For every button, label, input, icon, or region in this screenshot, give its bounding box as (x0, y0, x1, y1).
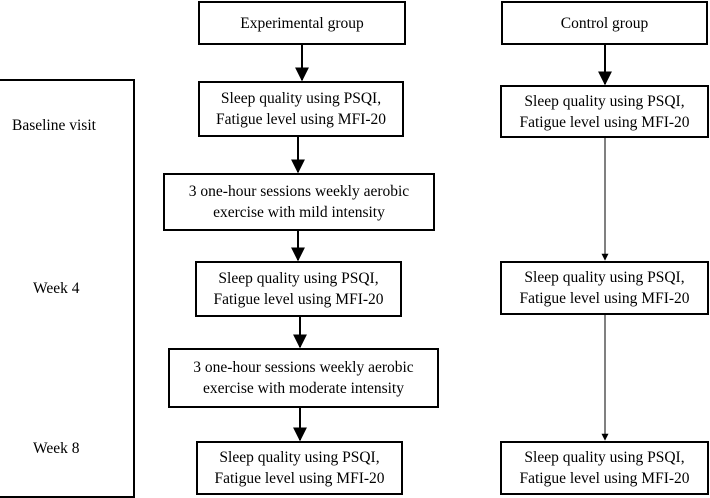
ctrl-week4-line2: Fatigue level using MFI-20 (519, 290, 690, 307)
ctrl-baseline-line1: Sleep quality using PSQI, (524, 92, 685, 110)
exp-intervention1-line2: exercise with mild intensity (213, 204, 385, 221)
ctrl-baseline-box: Sleep quality using PSQI, Fatigue level … (500, 85, 709, 138)
exp-week4-line2: Fatigue level using MFI-20 (213, 291, 384, 308)
experimental-group-header: Experimental group (198, 1, 406, 45)
ctrl-week8-box: Sleep quality using PSQI, Fatigue level … (500, 441, 709, 495)
timeline-label-week4: Week 4 (33, 280, 80, 297)
timeline-label-week8: Week 8 (33, 440, 80, 457)
ctrl-week4-box: Sleep quality using PSQI, Fatigue level … (500, 261, 709, 315)
exp-intervention2-box: 3 one-hour sessions weekly aerobic exerc… (168, 348, 439, 408)
exp-baseline-line1: Sleep quality using PSQI, (220, 90, 382, 107)
control-group-title: Control group (560, 14, 649, 32)
exp-week8-line2: Fatigue level using MFI-20 (214, 470, 385, 487)
timeline-label-baseline: Baseline visit (12, 117, 96, 134)
exp-week8-box: Sleep quality using PSQI, Fatigue level … (196, 441, 403, 495)
exp-intervention2-line1: 3 one-hour sessions weekly aerobic (193, 359, 414, 376)
exp-intervention1-box: 3 one-hour sessions weekly aerobic exerc… (163, 173, 435, 231)
control-group-header: Control group (501, 1, 708, 45)
exp-baseline-box: Sleep quality using PSQI, Fatigue level … (198, 81, 404, 137)
exp-intervention1-line1: 3 one-hour sessions weekly aerobic (188, 183, 410, 200)
ctrl-week4-line1: Sleep quality using PSQI, (524, 269, 685, 286)
ctrl-week8-line2: Fatigue level using MFI-20 (519, 470, 690, 487)
exp-week8-line1: Sleep quality using PSQI, (219, 449, 380, 466)
exp-baseline-line2: Fatigue level using MFI-20 (215, 111, 387, 128)
experimental-group-title: Experimental group (240, 14, 364, 32)
exp-week4-line1: Sleep quality using PSQI, (218, 270, 379, 287)
exp-intervention2-line2: exercise with moderate intensity (202, 380, 404, 397)
ctrl-baseline-line2: Fatigue level using MFI-20 (519, 113, 690, 131)
exp-week4-box: Sleep quality using PSQI, Fatigue level … (195, 261, 402, 317)
ctrl-week8-line1: Sleep quality using PSQI, (524, 449, 685, 466)
